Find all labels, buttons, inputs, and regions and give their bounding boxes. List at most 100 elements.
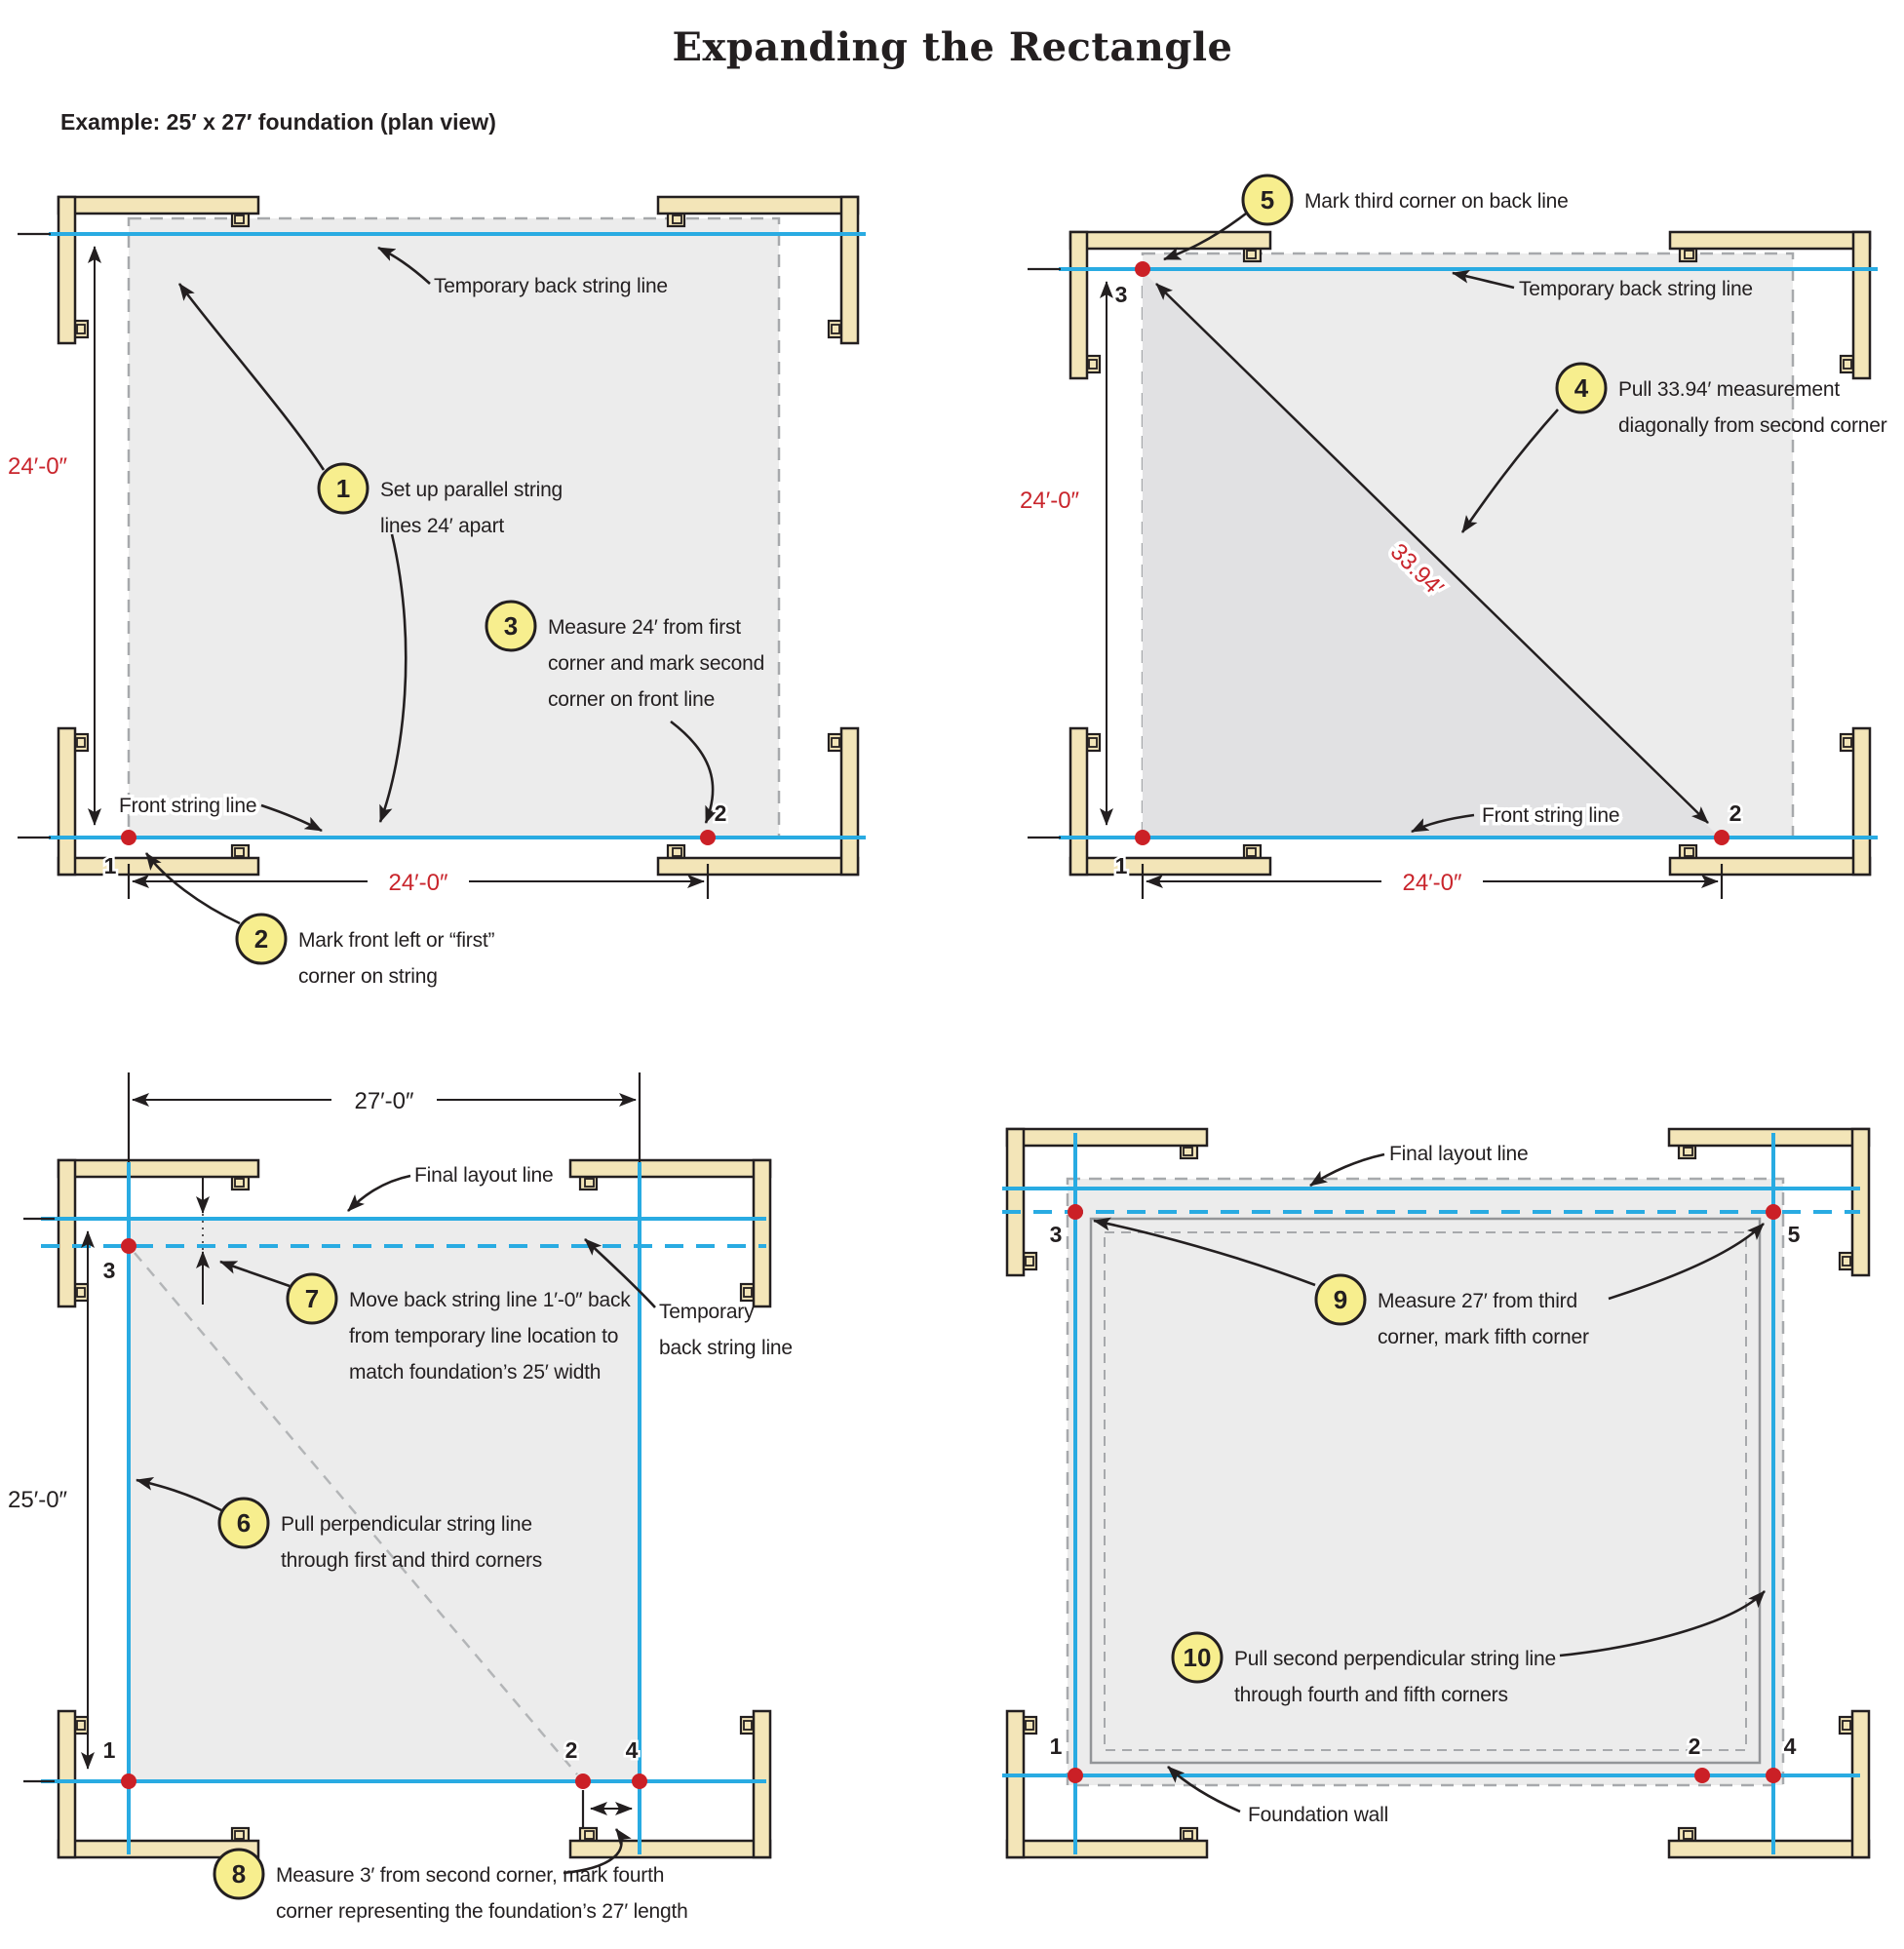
label-final-layout-line: Final layout line xyxy=(414,1164,554,1187)
foundation-wall-inner-dashed xyxy=(1104,1231,1747,1751)
step-5-number: 5 xyxy=(1261,185,1274,214)
leader-arrow xyxy=(1452,269,1515,290)
corner-number-1: 1 xyxy=(103,1737,116,1763)
step-7-text: from temporary line location to xyxy=(349,1325,618,1347)
label-temporary-back-line: back string line xyxy=(659,1337,793,1359)
step-8-text: Measure 3′ from second corner, mark four… xyxy=(276,1864,664,1887)
corner-marker-4 xyxy=(632,1774,647,1789)
corner-marker-3 xyxy=(1135,261,1150,277)
step-9-text: Measure 27′ from third xyxy=(1378,1290,1577,1312)
step-3-text: Measure 24′ from first xyxy=(548,616,741,639)
step-4-text: Pull 33.94′ measurement xyxy=(1618,378,1840,401)
step-2-text: corner on string xyxy=(298,965,438,988)
corner-number-4: 4 xyxy=(626,1737,639,1763)
step-3-number: 3 xyxy=(504,611,518,641)
panel-steps-4-5: 24′-0″ 24′-0″ 33.94′ Temporary back stri… xyxy=(1020,174,1887,899)
corner-marker-3 xyxy=(121,1238,136,1254)
corner-number-4: 4 xyxy=(1784,1734,1797,1759)
leader-arrow xyxy=(177,283,326,471)
step-4-badge xyxy=(1555,362,1608,414)
leader-arrow xyxy=(144,852,241,925)
step-3-text: corner on front line xyxy=(548,688,715,711)
corner-number-1: 1 xyxy=(1115,853,1128,878)
corner-number-3: 3 xyxy=(1050,1222,1063,1247)
leader-arrow xyxy=(260,803,323,833)
step-6-text: Pull perpendicular string line xyxy=(281,1513,532,1536)
corner-number-5: 5 xyxy=(1788,1222,1801,1247)
step-7-number: 7 xyxy=(305,1284,319,1313)
step-4-text: diagonally from second corner xyxy=(1618,414,1887,437)
corner-marker-1 xyxy=(1135,830,1150,845)
corner-number-2: 2 xyxy=(1689,1734,1701,1759)
step-9-number: 9 xyxy=(1334,1285,1347,1314)
corner-marker-2 xyxy=(1714,830,1729,845)
leader-arrow xyxy=(563,1828,632,1875)
label-knockout xyxy=(368,866,469,897)
label-temporary-back-line: Temporary xyxy=(659,1301,755,1323)
leader-arrow xyxy=(670,720,719,824)
corner-number-1: 1 xyxy=(1050,1734,1063,1759)
panel-steps-9-10: Final layout line Foundation wall 9 Meas… xyxy=(1002,1127,1871,1859)
leader-arrow xyxy=(1411,813,1475,834)
step-1-badge xyxy=(317,462,369,515)
corner-number-1: 1 xyxy=(104,853,117,878)
step-8-text: corner representing the foundation’s 27′… xyxy=(276,1900,688,1923)
leader-arrow xyxy=(1167,1766,1241,1813)
step-10-text: through fourth and fifth corners xyxy=(1234,1684,1508,1706)
dimension-27ft-horizontal: 27′-0″ xyxy=(354,1088,414,1114)
step-3-text: corner and mark second xyxy=(548,652,764,675)
panel-steps-1-3: 24′-0″ 24′-0″ Temporary back string line… xyxy=(8,195,866,988)
step-2-badge xyxy=(235,913,288,965)
step-9-text: corner, mark fifth corner xyxy=(1378,1326,1589,1348)
step-3-badge xyxy=(485,600,537,652)
step-10-badge xyxy=(1171,1631,1224,1684)
step-7-badge xyxy=(286,1272,338,1325)
leader-arrow xyxy=(377,246,431,285)
label-temporary-back-string-line: Temporary back string line xyxy=(434,275,668,297)
step-1-text: Set up parallel string xyxy=(380,479,563,501)
step-5-badge xyxy=(1241,174,1294,226)
corner-number-2: 2 xyxy=(1729,800,1742,826)
step-10-text: Pull second perpendicular string line xyxy=(1234,1648,1556,1670)
leader-arrow xyxy=(136,1476,222,1512)
step-10-number: 10 xyxy=(1184,1643,1212,1672)
panel-steps-6-8: 27′-0″ 25′-0″ Final layout line Temporar… xyxy=(8,1072,793,1923)
corner-marker-1 xyxy=(121,830,136,845)
dimension-24ft-vertical: 24′-0″ xyxy=(8,453,68,480)
diagonal-reference-dashed xyxy=(134,1252,578,1775)
step-4-number: 4 xyxy=(1574,373,1589,403)
leader-arrow xyxy=(378,533,408,823)
dimension-25ft-vertical: 25′-0″ xyxy=(8,1487,68,1513)
leader-arrow xyxy=(1608,1223,1765,1301)
step-6-text: through first and third corners xyxy=(281,1549,542,1572)
step-7-text: match foundation’s 25′ width xyxy=(349,1361,601,1384)
page-title: Expanding the Rectangle xyxy=(672,24,1232,70)
leader-arrow xyxy=(347,1174,411,1212)
leader-arrow xyxy=(219,1260,291,1288)
label-foundation-wall: Foundation wall xyxy=(1248,1804,1388,1826)
dimension-24ft-horizontal: 24′-0″ xyxy=(388,870,448,896)
label-knockout xyxy=(1381,866,1483,897)
step-8-badge xyxy=(213,1848,265,1900)
label-final-layout-line: Final layout line xyxy=(1389,1143,1529,1165)
label-temporary-back-string-line: Temporary back string line xyxy=(1519,278,1753,300)
corner-number-3: 3 xyxy=(1115,282,1128,307)
step-7-text: Move back string line 1′-0″ back xyxy=(349,1289,631,1311)
corner-marker-2 xyxy=(575,1774,591,1789)
corner-marker-1 xyxy=(1068,1768,1083,1783)
diagonal-measurement-line xyxy=(1155,283,1709,824)
example-subtitle: Example: 25′ x 27′ foundation (plan view… xyxy=(60,109,496,135)
step-6-badge xyxy=(217,1497,270,1549)
foundation-outline-dashed xyxy=(127,216,781,839)
corner-number-3: 3 xyxy=(103,1258,116,1283)
corner-marker-3 xyxy=(1068,1204,1083,1220)
leader-arrow xyxy=(1163,212,1247,261)
leader-arrow xyxy=(1559,1590,1766,1657)
leader-arrow xyxy=(1460,409,1559,533)
step-9-badge xyxy=(1314,1273,1367,1326)
leader-arrow xyxy=(1093,1217,1316,1287)
dimension-24ft-horizontal: 24′-0″ xyxy=(1402,870,1462,896)
foundation-area-fill xyxy=(129,1219,640,1781)
